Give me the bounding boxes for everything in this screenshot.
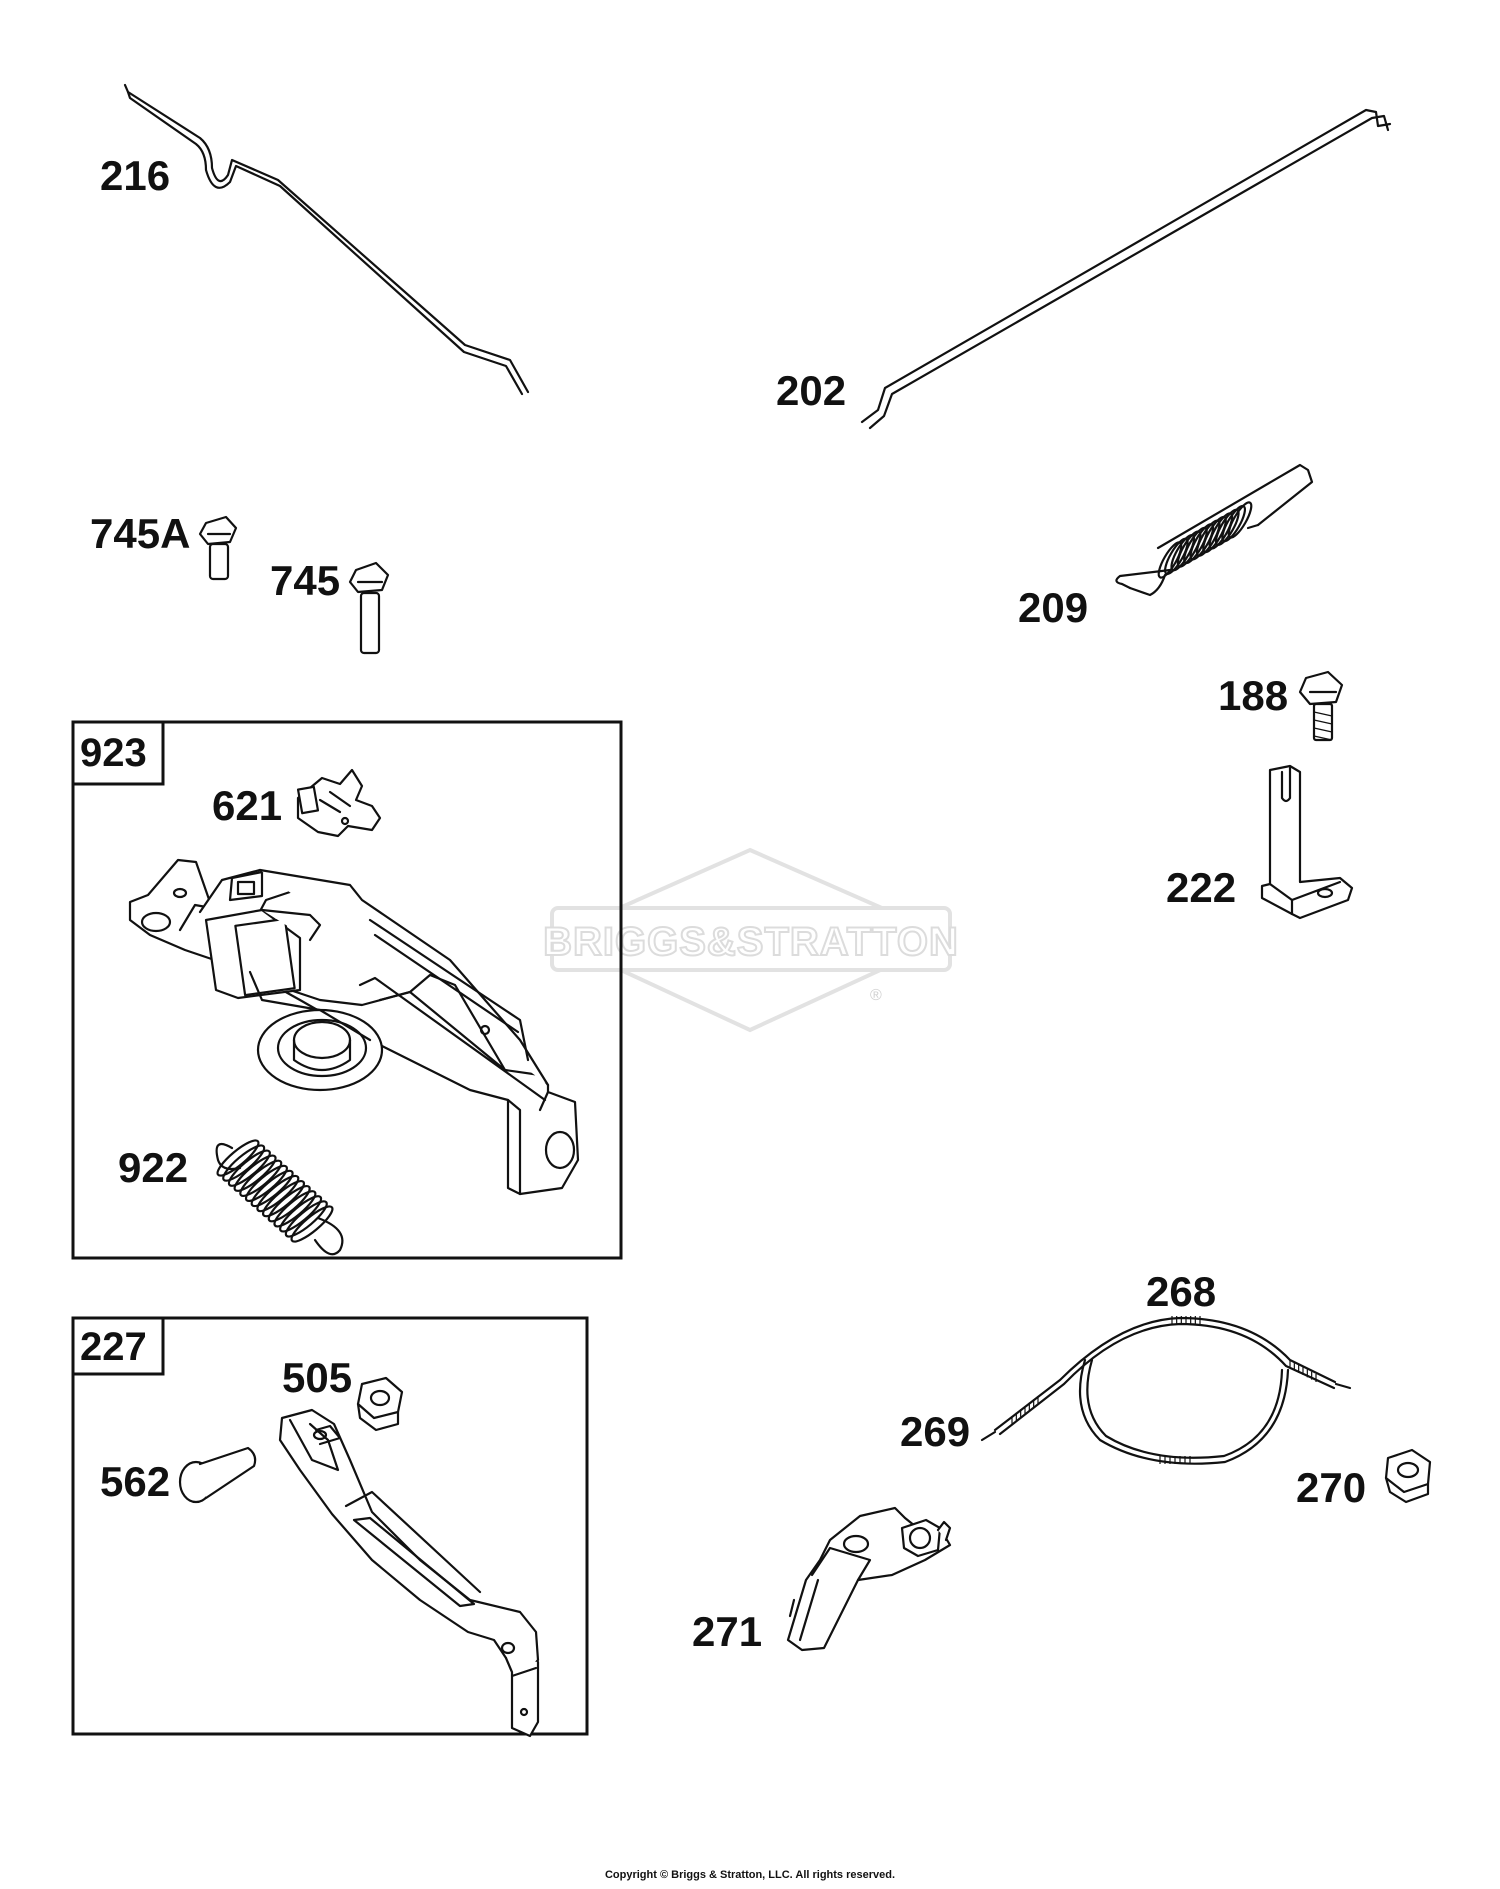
part-923-control-bracket: [128, 858, 580, 1196]
brand-watermark: BRIGGS&STRATTON ®: [542, 847, 959, 1033]
assembly-227-label: 227: [80, 1325, 147, 1369]
spring-coil: [273, 1190, 317, 1228]
spring-coil: [233, 1154, 277, 1192]
spring-coil: [1227, 501, 1253, 539]
label-209: 209: [1018, 584, 1088, 631]
label-202: 202: [776, 367, 846, 414]
spring-coil: [267, 1185, 311, 1223]
part-209-spring: [1115, 463, 1314, 597]
spring-coil: [244, 1164, 288, 1203]
assembly-923-label: 923: [80, 731, 147, 775]
spring-coil: [216, 1139, 260, 1177]
part-562-pin: [178, 1446, 257, 1504]
label-269: 269: [900, 1408, 970, 1455]
label-505: 505: [282, 1354, 352, 1401]
spring-coil: [227, 1149, 271, 1187]
watermark-registered-mark: ®: [870, 987, 882, 1004]
part-268-cable: [980, 1316, 1352, 1465]
spring-coil: [222, 1144, 266, 1182]
label-188: 188: [1218, 672, 1288, 719]
label-922: 922: [118, 1144, 188, 1191]
label-222: 222: [1166, 864, 1236, 911]
label-621: 621: [212, 782, 282, 829]
part-222-bracket: [1260, 764, 1354, 920]
label-216: 216: [100, 152, 170, 199]
spring-coil: [256, 1174, 300, 1213]
copyright-footer: Copyright © Briggs & Stratton, LLC. All …: [605, 1869, 895, 1881]
watermark-brand-text: BRIGGS&STRATTON: [543, 920, 959, 964]
label-271: 271: [692, 1608, 762, 1655]
label-270: 270: [1296, 1464, 1366, 1511]
assembly-923-frame: [71, 720, 623, 1260]
assembly-227-frame: [71, 1316, 589, 1736]
part-202-rod: [860, 108, 1392, 430]
part-227-control-lever: [278, 1408, 540, 1738]
part-745-bolt: [348, 561, 390, 655]
part-621-clip: [296, 768, 382, 838]
label-268: 268: [1146, 1268, 1216, 1315]
part-271-cable-clamp: [786, 1506, 952, 1652]
spring-coil: [250, 1169, 294, 1208]
part-505-nut: [356, 1376, 404, 1432]
spring-coil: [239, 1159, 283, 1197]
spring-coil: [284, 1200, 328, 1238]
part-270-nut: [1384, 1448, 1432, 1504]
spring-coil: [262, 1179, 306, 1218]
label-745A: 745A: [90, 510, 190, 557]
label-745: 745: [270, 557, 340, 604]
part-922-spring: [215, 1139, 344, 1256]
spring-coil: [279, 1195, 323, 1233]
label-562: 562: [100, 1458, 170, 1505]
part-745A-bolt: [198, 515, 238, 581]
part-216-link-rod: [123, 83, 530, 396]
spring-coil: [290, 1205, 334, 1243]
part-188-screw: [1298, 670, 1344, 742]
